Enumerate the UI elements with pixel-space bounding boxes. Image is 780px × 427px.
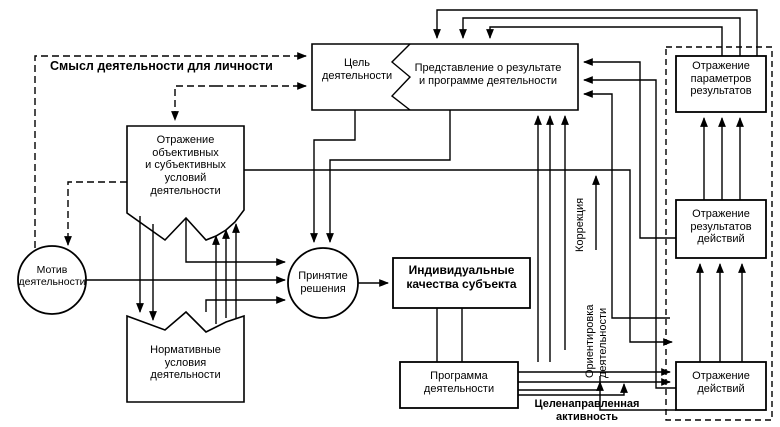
return-1 [583, 58, 676, 239]
program-label: Программа деятельности [423, 370, 495, 395]
program-to-orient [518, 381, 604, 391]
correction-label: Коррекция [574, 197, 586, 252]
purposeful-label: Целенаправленная активность [534, 398, 640, 423]
params-label: Отражение параметров результатов [690, 60, 752, 98]
params-box [675, 55, 767, 113]
goal-label: Цель деятельности [322, 57, 393, 82]
results-box [675, 199, 767, 259]
qualities-label: Индивидуальные качества субъекта [406, 263, 517, 291]
decision-label: Принятие решения [298, 270, 348, 295]
repr-to-decision [326, 110, 451, 243]
loop-top-3 [486, 26, 723, 56]
return-3 [583, 90, 670, 319]
goal-representation-box [311, 43, 579, 111]
return-2 [583, 76, 676, 389]
dash-conditions-to-motive [64, 181, 127, 246]
meaning-label: Смысл деятельности для личности [48, 59, 275, 74]
program-box [399, 361, 519, 409]
program-to-actions-3 [518, 383, 628, 396]
dash-to-conditions [171, 85, 216, 121]
motive-label: Мотив деятельности [18, 264, 86, 289]
goal-to-decision [310, 110, 356, 243]
goal-notch [390, 43, 412, 111]
loop-top-1 [433, 9, 758, 56]
loop-top-2 [459, 17, 741, 56]
normative-label: Нормативные условия деятельности [150, 344, 221, 382]
representation-label: Представление о результате и программе д… [414, 62, 562, 87]
conditions-line-right [244, 169, 673, 346]
normative-shape [126, 310, 245, 403]
right-dashed-container [665, 46, 773, 421]
orientation-label: Ориентировка деятельности [584, 304, 609, 378]
actions-box [675, 361, 767, 411]
conditions-label: Отражение объективных и субъективных усл… [145, 134, 226, 197]
dash-meaning-line [34, 52, 307, 248]
conditions-to-decision [185, 218, 286, 266]
actions-label: Отражение действий [692, 370, 750, 395]
normative-to-decision [205, 296, 286, 312]
results-label: Отражение результатов действий [690, 208, 752, 246]
actions-left-line [599, 376, 676, 411]
